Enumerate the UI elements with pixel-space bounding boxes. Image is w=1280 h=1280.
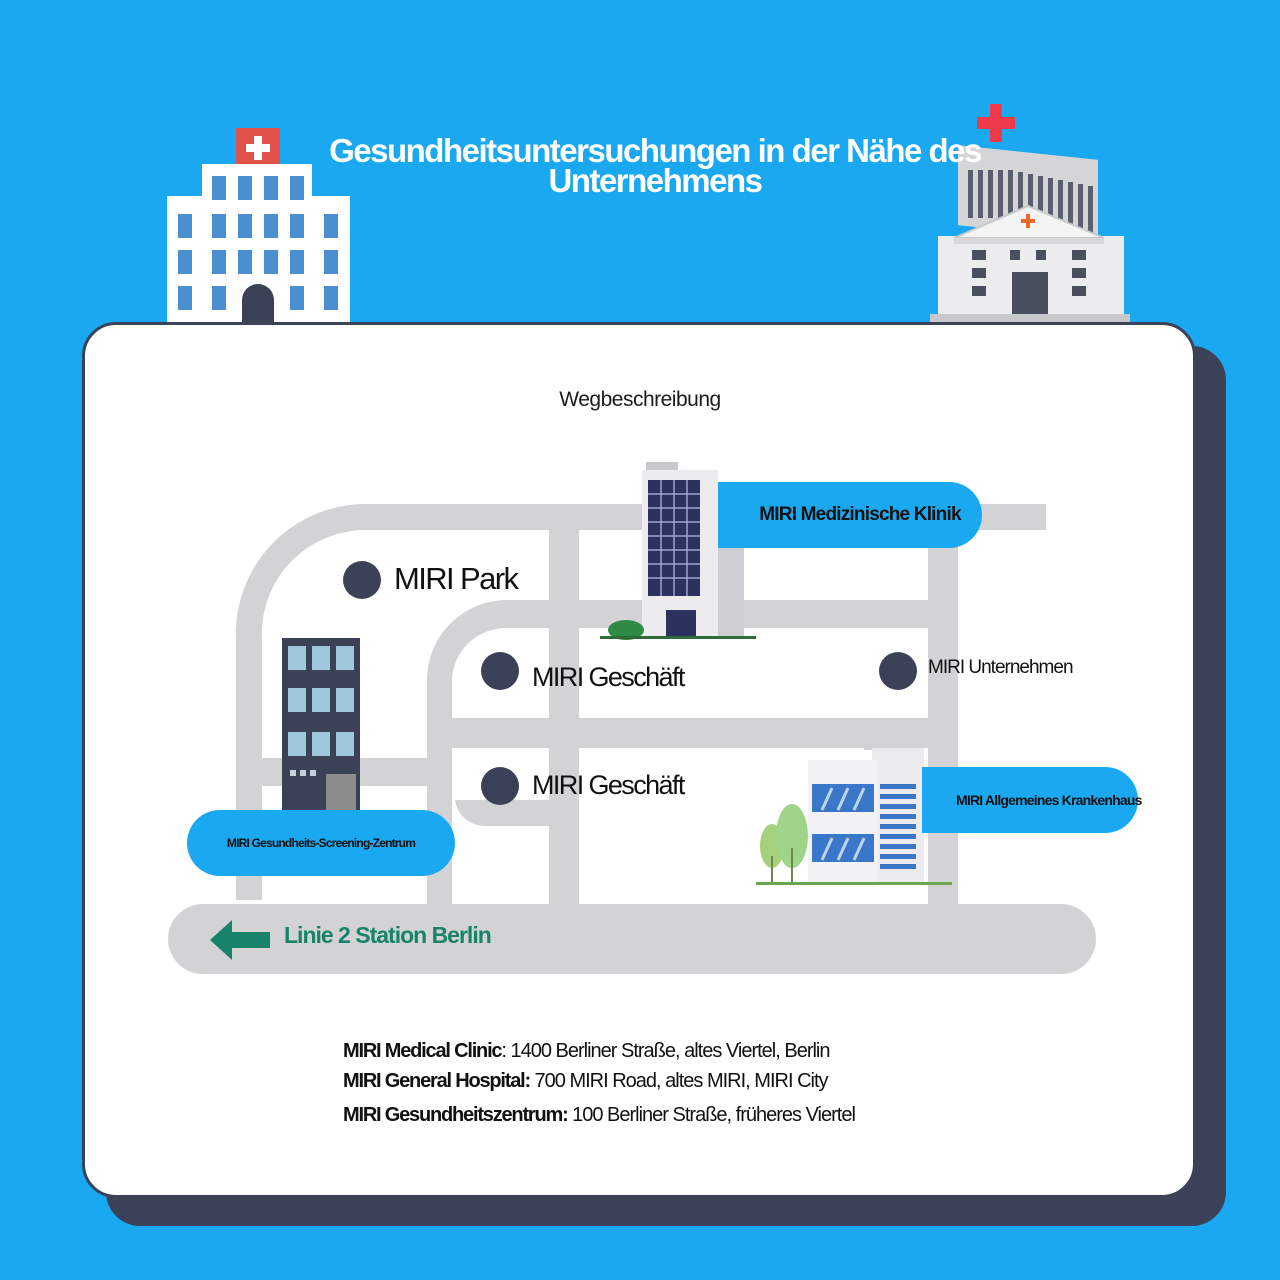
shop1-label: MIRI Geschäft (532, 662, 685, 692)
page-title: Gesundheitsuntersuchungen in der Nähe de… (329, 132, 982, 199)
screening-label: MIRI Gesundheits-Screening-Zentrum (187, 810, 455, 876)
tree-icon (760, 804, 808, 884)
park-label: MIRI Park (394, 561, 519, 596)
address-center: MIRI Gesundheitszentrum: 100 Berliner St… (343, 1104, 856, 1127)
address-clinic-name: MIRI Medical Clinic (343, 1040, 503, 1062)
screening-building-icon (282, 638, 360, 812)
park-marker-icon (343, 561, 381, 599)
shop1-marker-icon (481, 652, 519, 690)
hospital-label: MIRI Allgemeines Krankenhaus (922, 767, 1142, 833)
address-clinic-text: 1400 Berliner Straße, altes Viertel, Ber… (505, 1040, 830, 1062)
hospital-building-right-icon (930, 104, 1130, 322)
station-label: Linie 2 Station Berlin (284, 922, 492, 948)
company-label: MIRI Unternehmen (928, 657, 1074, 678)
shop2-marker-icon (481, 767, 519, 805)
clinic-label: MIRI Medizinische Klinik (718, 482, 982, 548)
address-clinic: MIRI Medical Clinic: 1400 Berliner Straß… (343, 1040, 830, 1063)
address-hospital: MIRI General Hospital: 700 MIRI Road, al… (343, 1070, 829, 1093)
hospital-building-icon (756, 740, 952, 885)
shop2-label: MIRI Geschäft (532, 770, 685, 800)
address-clinic-sep: : (501, 1040, 506, 1062)
address-center-text: 100 Berliner Straße, früheres Viertel (567, 1104, 856, 1126)
left-arrow-icon (210, 920, 270, 960)
map-subtitle: Wegbeschreibung (559, 388, 721, 411)
address-hospital-name: MIRI General Hospital: (343, 1070, 531, 1092)
address-center-name: MIRI Gesundheitszentrum: (343, 1104, 569, 1126)
address-hospital-text: 700 MIRI Road, altes MIRI, MIRI City (529, 1070, 829, 1092)
company-marker-icon (879, 652, 917, 690)
hospital-building-left-icon (167, 128, 350, 324)
